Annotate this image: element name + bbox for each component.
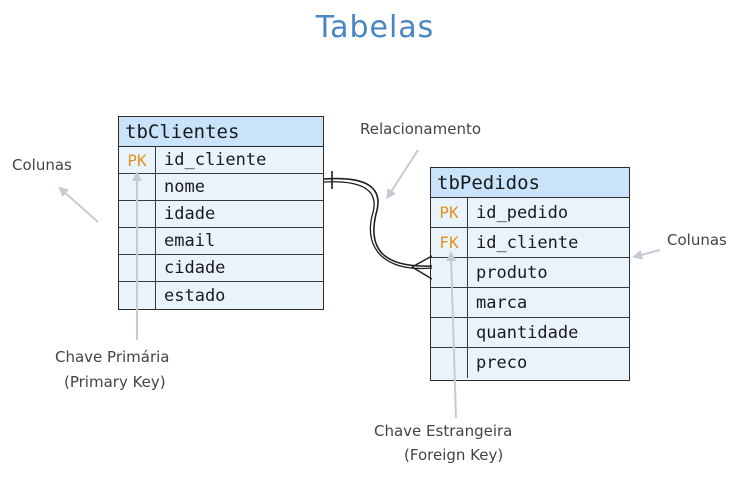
key-badge [119,255,156,281]
key-badge [119,228,156,254]
key-badge [119,282,156,309]
column-name: produto [476,262,548,283]
column-name: id_pedido [476,202,569,223]
table-row: marca [431,288,629,318]
table-row: preco [431,348,629,378]
table-row: PK id_pedido [431,198,629,228]
diagram-title: Tabelas [315,10,435,45]
table-row: PK id_cliente [119,147,323,174]
table-row: cidade [119,255,323,282]
key-badge [431,318,468,347]
colunas-left-label: Colunas [12,156,72,174]
colunas-right-arrow [632,249,661,260]
key-badge [431,348,468,378]
key-badge: PK [431,198,468,227]
column-name: quantidade [476,322,579,343]
table-rows: PK id_pedido FK id_cliente produto marca… [431,198,629,378]
foreign-key-label-line1: Chave Estrangeira [374,422,513,440]
key-badge: PK [119,147,156,173]
foreign-key-label-line2: (Foreign Key) [404,446,504,464]
relationship-connector [323,171,433,280]
key-badge [431,258,468,287]
key-badge [431,288,468,317]
column-name: email [164,231,216,251]
table-row: produto [431,258,629,288]
table-row: estado [119,282,323,309]
primary-key-label-line2: (Primary Key) [64,373,166,391]
column-name: estado [164,285,226,306]
column-name: id_cliente [476,232,579,253]
column-name: idade [164,204,216,224]
column-name: cidade [164,258,226,278]
colunas-left-arrow [58,186,99,223]
table-tbclientes: tbClientes PK id_cliente nome idade emai… [118,116,324,310]
foreign-key-arrow [446,251,457,419]
table-rows: PK id_cliente nome idade email cidade es… [119,147,323,309]
column-name: id_cliente [164,150,267,170]
column-name: preco [476,353,528,373]
key-badge [119,174,156,200]
relacionamento-label: Relacionamento [360,120,482,138]
key-badge [119,201,156,227]
primary-key-label-line1: Chave Primária [55,348,170,366]
table-row: idade [119,201,323,228]
table-header: tbPedidos [431,168,629,198]
relacionamento-arrow [386,149,419,200]
table-row: quantidade [431,318,629,348]
colunas-right-label: Colunas [667,231,727,249]
column-name: nome [164,177,205,197]
table-row: nome [119,174,323,201]
table-header: tbClientes [119,117,323,147]
table-row: email [119,228,323,255]
column-name: marca [476,292,528,313]
table-row: FK id_cliente [431,228,629,258]
key-badge: FK [431,228,468,257]
table-tbpedidos: tbPedidos PK id_pedido FK id_cliente pro… [430,167,630,381]
